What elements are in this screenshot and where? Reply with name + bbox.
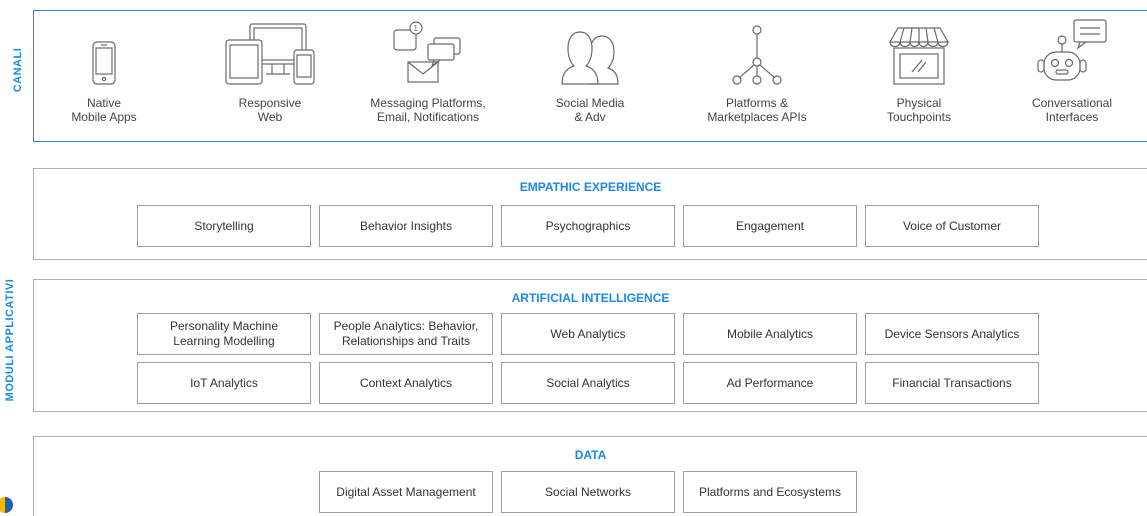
channel-messaging: 1 Messaging Platforms, Email, Notificati…	[362, 12, 494, 124]
channel-label: Responsive Web	[238, 96, 302, 124]
module-box: People Analytics: Behavior, Relationship…	[319, 313, 493, 355]
channel-physical-touchpoints: Physical Touchpoints	[864, 12, 974, 124]
channel-platforms-apis: Platforms & Marketplaces APIs	[694, 12, 820, 124]
module-box: Engagement	[683, 205, 857, 247]
module-box: Social Analytics	[501, 362, 675, 404]
section-title: ARTIFICIAL INTELLIGENCE	[511, 291, 670, 305]
people-icon	[561, 31, 619, 85]
canali-label: CANALI	[12, 47, 24, 93]
channel-label: Native Mobile Apps	[71, 96, 137, 124]
svg-text:1: 1	[414, 24, 419, 33]
responsive-devices-icon	[225, 23, 315, 85]
module-box: Web Analytics	[501, 313, 675, 355]
artificial-intelligence-section: ARTIFICIAL INTELLIGENCE Personality Mach…	[33, 279, 1147, 412]
logo-icon	[0, 497, 13, 513]
empathic-experience-section: EMPATHIC EXPERIENCE Storytelling Behavio…	[33, 168, 1147, 260]
module-box: Ad Performance	[683, 362, 857, 404]
moduli-applicativi-label: MODULI APPLICATIVI	[4, 278, 16, 402]
channel-label: Conversational Interfaces	[1031, 96, 1113, 124]
module-box: Context Analytics	[319, 362, 493, 404]
module-box: Personality Machine Learning Modelling	[137, 313, 311, 355]
channel-label: Platforms & Marketplaces APIs	[707, 96, 807, 124]
channel-conversational-interfaces: Conversational Interfaces	[1022, 12, 1122, 124]
section-title: DATA	[574, 448, 607, 462]
channels-bracket	[33, 10, 1147, 142]
channel-social-media: Social Media & Adv	[540, 12, 640, 124]
data-section: DATA Digital Asset Management Social Net…	[33, 436, 1147, 516]
module-box: Psychographics	[501, 205, 675, 247]
module-box: Social Networks	[501, 471, 675, 513]
module-box: Voice of Customer	[865, 205, 1039, 247]
module-box: IoT Analytics	[137, 362, 311, 404]
module-box: Mobile Analytics	[683, 313, 857, 355]
network-tree-icon	[732, 25, 782, 85]
storefront-icon	[888, 27, 950, 85]
module-box: Platforms and Ecosystems	[683, 471, 857, 513]
channel-native-mobile-apps: Native Mobile Apps	[58, 12, 150, 124]
module-box: Financial Transactions	[865, 362, 1039, 404]
module-box: Behavior Insights	[319, 205, 493, 247]
messaging-icon: 1	[393, 21, 461, 83]
module-box: Digital Asset Management	[319, 471, 493, 513]
module-box: Storytelling	[137, 205, 311, 247]
channel-responsive-web: Responsive Web	[210, 12, 330, 124]
chatbot-icon	[1037, 19, 1107, 81]
module-box: Device Sensors Analytics	[865, 313, 1039, 355]
smartphone-icon	[92, 41, 116, 85]
channel-label: Social Media & Adv	[555, 96, 625, 124]
section-title: EMPATHIC EXPERIENCE	[519, 180, 662, 194]
channel-label: Physical Touchpoints	[886, 96, 952, 124]
channel-label: Messaging Platforms, Email, Notification…	[370, 96, 486, 124]
